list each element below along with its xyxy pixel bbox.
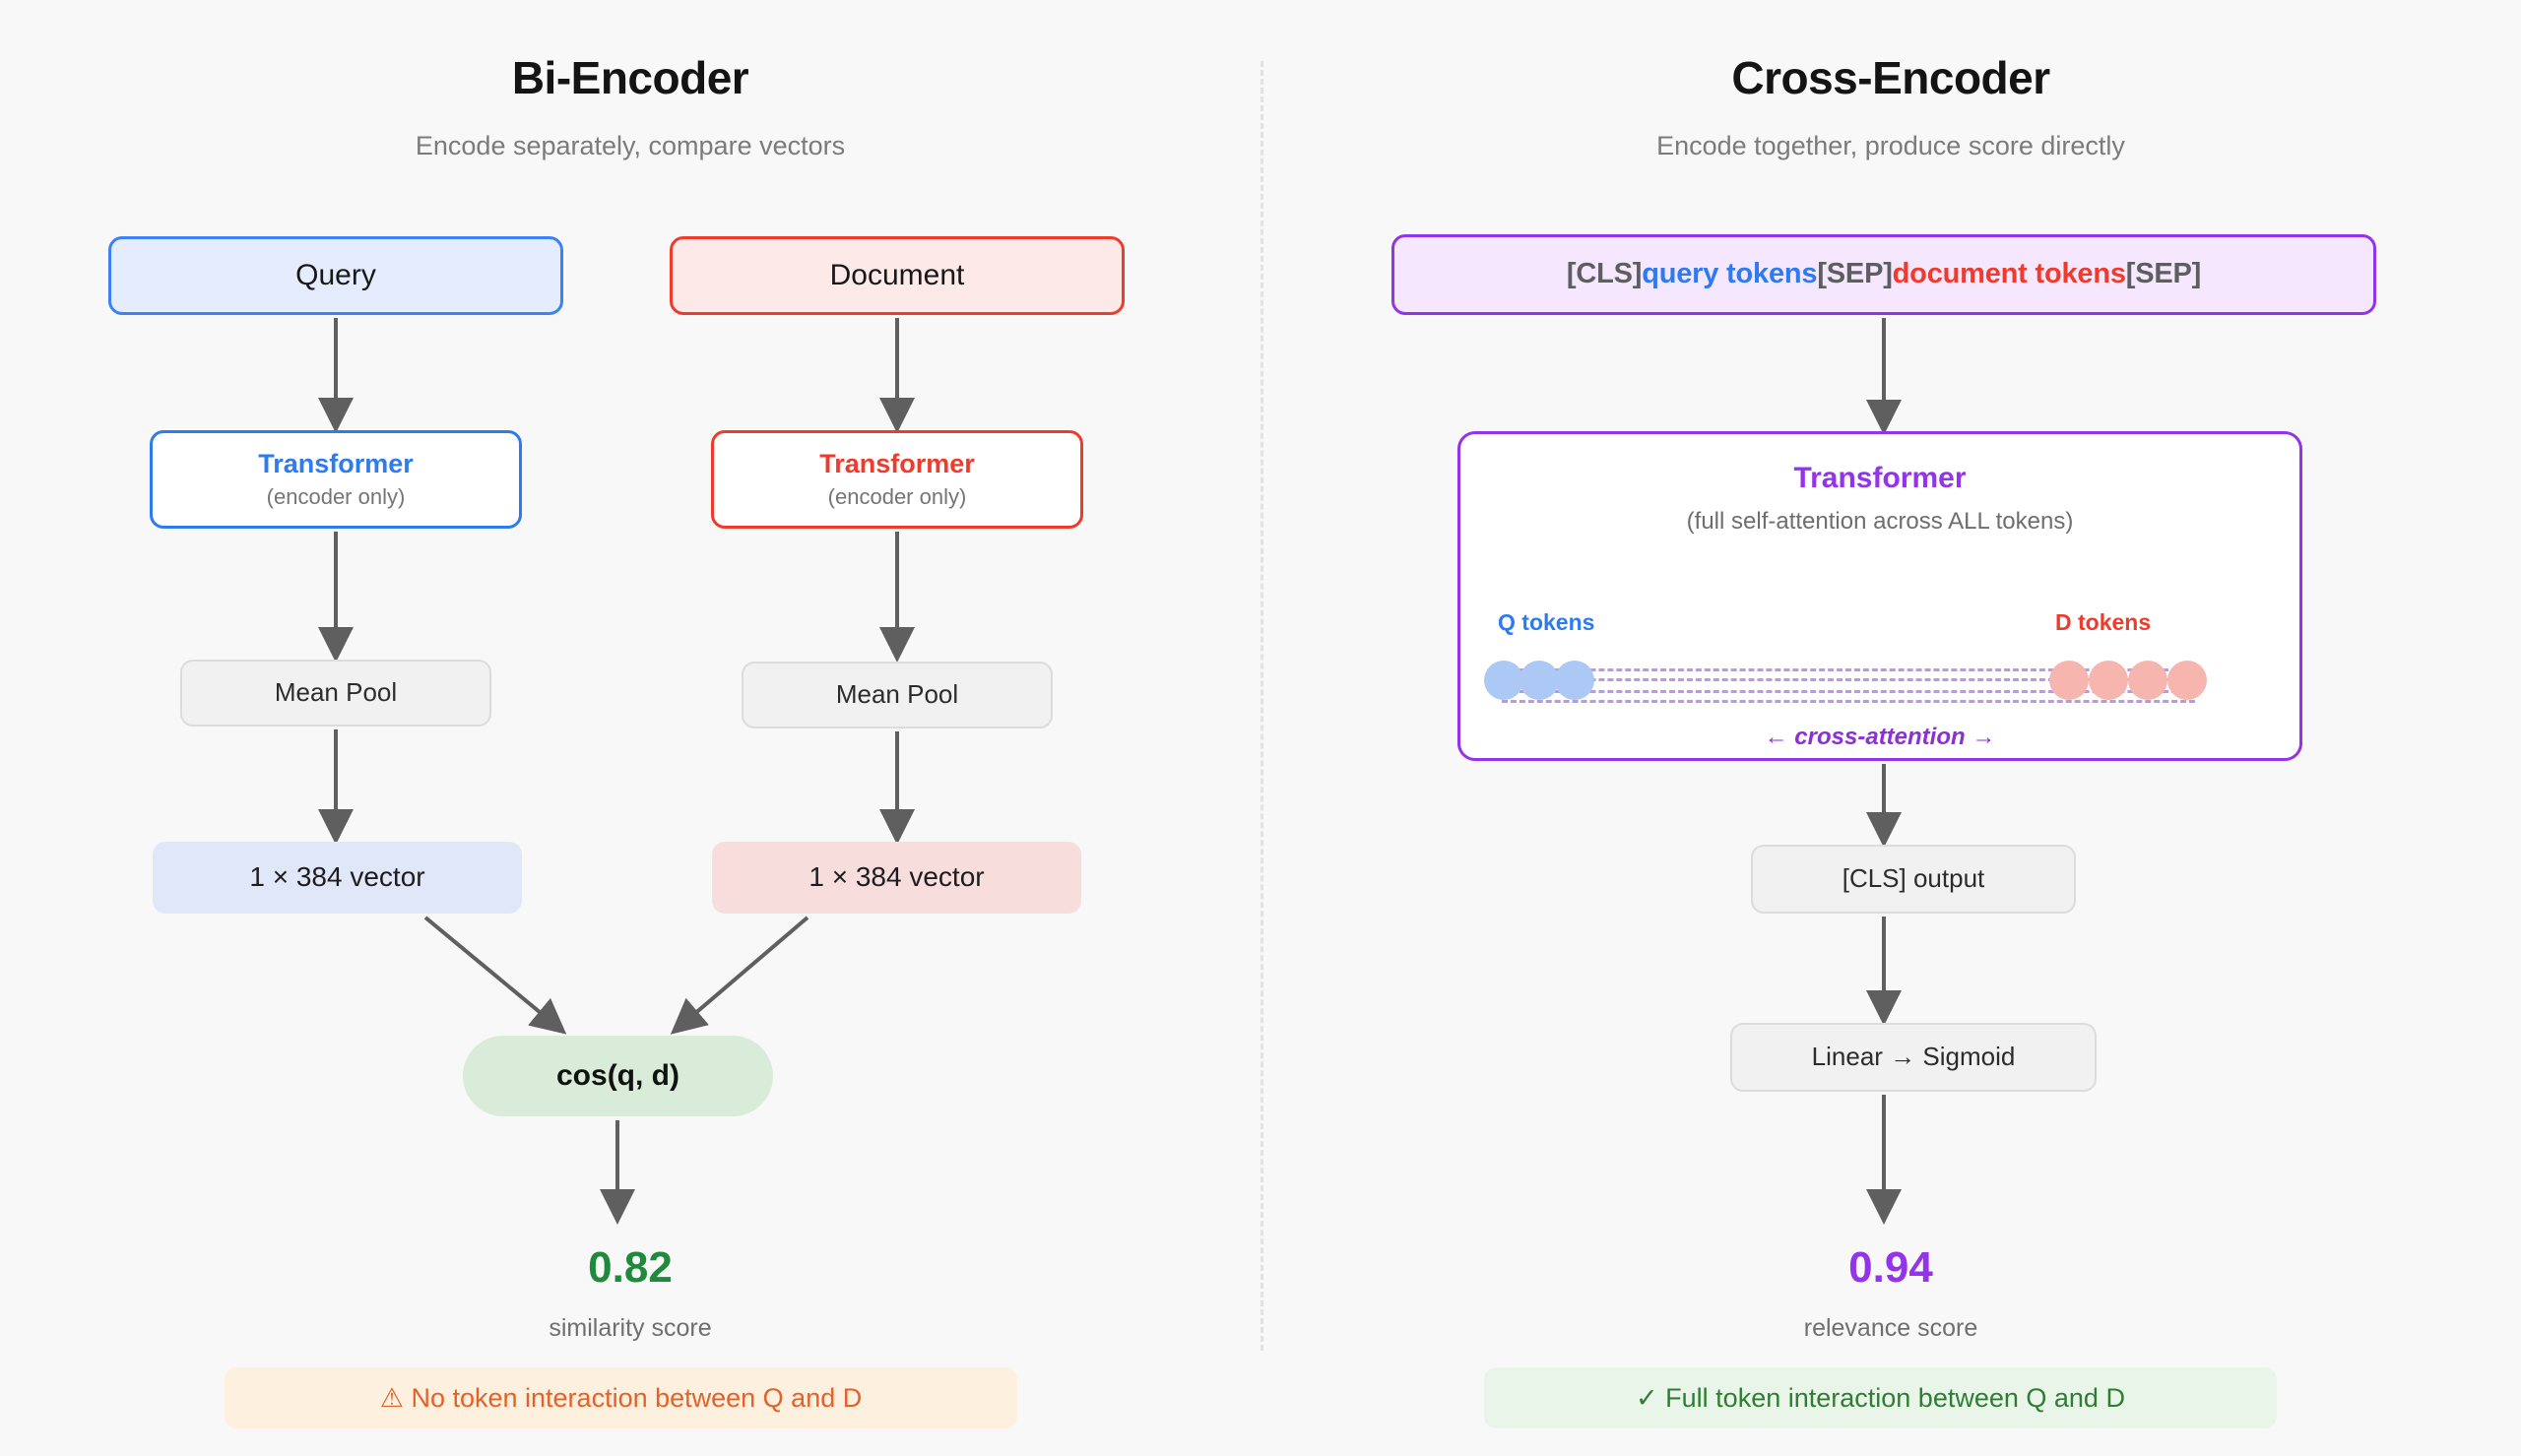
no-token-interaction-badge: ⚠ No token interaction between Q and D	[225, 1367, 1017, 1428]
cross-attention-label: ← cross-attention →	[1764, 724, 1996, 750]
q-tokens-label: Q tokens	[1498, 609, 1595, 635]
document-input-box[interactable]: Document	[670, 236, 1125, 315]
cross-attention-line	[1502, 668, 2195, 671]
bi-encoder-title: Bi-Encoder	[511, 52, 749, 103]
q-token-dot	[1484, 661, 1523, 700]
similarity-score-value: 0.82	[588, 1243, 673, 1292]
cross-attention-line	[1502, 700, 2195, 703]
token-segment-special-4: [SEP]	[2125, 258, 2202, 290]
similarity-score-label: similarity score	[549, 1314, 712, 1342]
cross-transformer-subtitle: (full self-attention across ALL tokens)	[1686, 507, 2074, 535]
cross-encoder-subtitle: Encode together, produce score directly	[1656, 131, 2125, 160]
no-token-interaction-text: ⚠ No token interaction between Q and D	[379, 1382, 863, 1413]
cross-encoder-panel: Cross-Encoder Encode together, produce s…	[1260, 0, 2521, 1456]
cross-encoder-title: Cross-Encoder	[1731, 52, 2050, 103]
token-segment-special-2: [SEP]	[1817, 258, 1893, 290]
d-tokens-label: D tokens	[2055, 609, 2152, 635]
query-transformer-box[interactable]: Transformer (encoder only)	[150, 430, 522, 529]
cross-attention-line	[1502, 678, 2195, 681]
linear-sigmoid-label: Linear → Sigmoid	[1811, 1042, 2016, 1072]
token-sequence: [CLS]query tokens[SEP]document tokens[SE…	[1567, 258, 2201, 290]
full-token-interaction-badge: ✓ Full token interaction between Q and D	[1484, 1367, 2277, 1428]
document-transformer-box[interactable]: Transformer (encoder only)	[711, 430, 1083, 529]
document-mean-pool-box[interactable]: Mean Pool	[742, 662, 1053, 728]
document-vector-box[interactable]: 1 × 384 vector	[712, 842, 1081, 914]
relevance-score-value: 0.94	[1848, 1243, 1933, 1292]
full-token-interaction-text: ✓ Full token interaction between Q and D	[1636, 1382, 2125, 1413]
q-token-dot	[1555, 661, 1594, 700]
cosine-similarity-label: cos(q, d)	[556, 1058, 679, 1092]
token-segment-special-0: [CLS]	[1566, 258, 1643, 290]
cross-transformer-box[interactable]: Transformer (full self-attention across …	[1457, 431, 2302, 761]
d-token-dot	[2049, 661, 2089, 700]
query-transformer-title: Transformer	[258, 449, 414, 479]
cosine-similarity-box[interactable]: cos(q, d)	[463, 1036, 773, 1116]
d-token-dot	[2089, 661, 2128, 700]
cross-transformer-title: Transformer	[1793, 462, 1967, 494]
bi-encoder-panel: Bi-Encoder Encode separately, compare ve…	[0, 0, 1260, 1456]
linear-sigmoid-box[interactable]: Linear → Sigmoid	[1730, 1023, 2097, 1092]
token-segment-document-3: document tokens	[1892, 258, 2126, 290]
d-token-dot	[2128, 661, 2167, 700]
cross-attention-line	[1502, 690, 2195, 693]
document-transformer-title: Transformer	[819, 449, 975, 479]
column-divider	[1260, 61, 1263, 1351]
document-vector-label: 1 × 384 vector	[808, 861, 985, 893]
query-mean-pool-box[interactable]: Mean Pool	[180, 660, 491, 727]
query-mean-pool-label: Mean Pool	[274, 677, 398, 708]
document-label: Document	[829, 258, 965, 291]
document-mean-pool-label: Mean Pool	[835, 679, 959, 710]
token-interaction-area: Q tokens D tokens	[1460, 609, 2299, 737]
relevance-score-label: relevance score	[1803, 1314, 1978, 1342]
document-transformer-subtitle: (encoder only)	[827, 484, 967, 510]
d-token-dot	[2167, 661, 2207, 700]
concatenated-input-box[interactable]: [CLS]query tokens[SEP]document tokens[SE…	[1391, 234, 2376, 315]
query-transformer-subtitle: (encoder only)	[266, 484, 406, 510]
q-token-dot	[1519, 661, 1559, 700]
cls-output-box[interactable]: [CLS] output	[1751, 845, 2076, 914]
query-vector-box[interactable]: 1 × 384 vector	[153, 842, 522, 914]
cls-output-label: [CLS] output	[1842, 863, 1985, 894]
token-segment-query-1: query tokens	[1642, 258, 1818, 290]
query-vector-label: 1 × 384 vector	[249, 861, 425, 893]
query-input-box[interactable]: Query	[108, 236, 563, 315]
bi-encoder-subtitle: Encode separately, compare vectors	[415, 131, 846, 160]
query-label: Query	[295, 258, 376, 291]
